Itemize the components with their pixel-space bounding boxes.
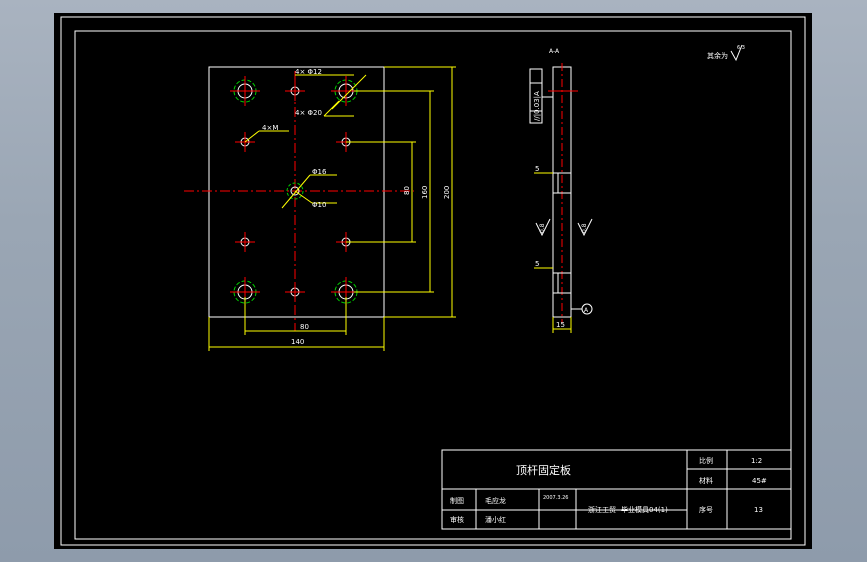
dim-step-top: 5 xyxy=(535,165,539,173)
checked-by: 潘小红 xyxy=(485,515,506,524)
corner-hole-tl xyxy=(230,76,260,106)
section-dims xyxy=(534,172,572,333)
svg-text:A: A xyxy=(584,307,589,314)
material-label: 材料 xyxy=(699,476,713,485)
dim-step-bottom: 5 xyxy=(535,260,539,268)
dim-height-b: 160 xyxy=(421,186,429,199)
dim-height-a: 80 xyxy=(403,186,411,195)
material-value: 45# xyxy=(752,477,767,485)
dim-thickness: 15 xyxy=(556,321,565,329)
roughness-b: 0.8 xyxy=(581,223,588,233)
school: 浙江工贸 xyxy=(588,505,616,514)
part-name: 顶杆固定板 xyxy=(516,463,571,477)
dim-hole-b: 4× Φ20 xyxy=(295,109,322,117)
drawing-canvas: 4× Φ12 4× Φ20 4×M Φ16 Φ10 80 140 80 160 … xyxy=(54,13,812,549)
roughness-symbols xyxy=(535,218,593,237)
leader-lines xyxy=(244,74,367,209)
front-view: 4× Φ12 4× Φ20 4×M Φ16 Φ10 80 140 80 160 … xyxy=(184,66,456,351)
outer-border xyxy=(60,16,806,546)
drawn-label: 制图 xyxy=(450,496,464,505)
section-step-top xyxy=(552,172,572,194)
drawn-by: 毛应龙 xyxy=(485,496,506,505)
project: 毕业模具04(1) xyxy=(621,505,668,514)
svg-text:6.3: 6.3 xyxy=(737,45,745,51)
tolerance-frame: //|0.03|A xyxy=(529,68,553,124)
drawn-date: 2007.3.26 xyxy=(543,495,568,501)
dim-center-large: Φ16 xyxy=(312,168,327,176)
seq-label: 序号 xyxy=(699,505,713,514)
cad-drawing: 4× Φ12 4× Φ20 4×M Φ16 Φ10 80 140 80 160 … xyxy=(60,16,806,546)
svg-text:其余为: 其余为 xyxy=(707,51,728,60)
scale-label: 比例 xyxy=(699,456,713,465)
tolerance-text: //|0.03|A xyxy=(533,91,541,121)
roughness-a: 0.8 xyxy=(539,223,546,233)
section-label: A-A xyxy=(549,48,560,55)
section-view: A-A //|0.03|A 5 5 15 0.8 xyxy=(529,48,593,333)
roughness-note: 其余为 6.3 xyxy=(707,44,745,62)
dim-width-total: 140 xyxy=(291,338,304,346)
horizontal-dims xyxy=(208,297,385,351)
dim-center-small: Φ10 xyxy=(312,201,326,209)
dim-height-total: 200 xyxy=(443,186,451,199)
section-step-bottom xyxy=(552,272,572,294)
dim-hole-a: 4× Φ12 xyxy=(295,68,322,76)
vertical-dims xyxy=(346,66,456,318)
center-hole xyxy=(286,182,304,200)
dim-width-inner: 80 xyxy=(300,323,309,331)
check-label: 审核 xyxy=(450,515,464,524)
dim-hole-c: 4×M xyxy=(262,124,278,132)
title-block xyxy=(441,449,792,530)
plate-outline xyxy=(208,66,385,318)
seq-value: 13 xyxy=(754,506,763,514)
scale-value: 1:2 xyxy=(751,457,762,465)
inner-border xyxy=(74,30,792,540)
datum-symbol: A xyxy=(571,303,593,315)
